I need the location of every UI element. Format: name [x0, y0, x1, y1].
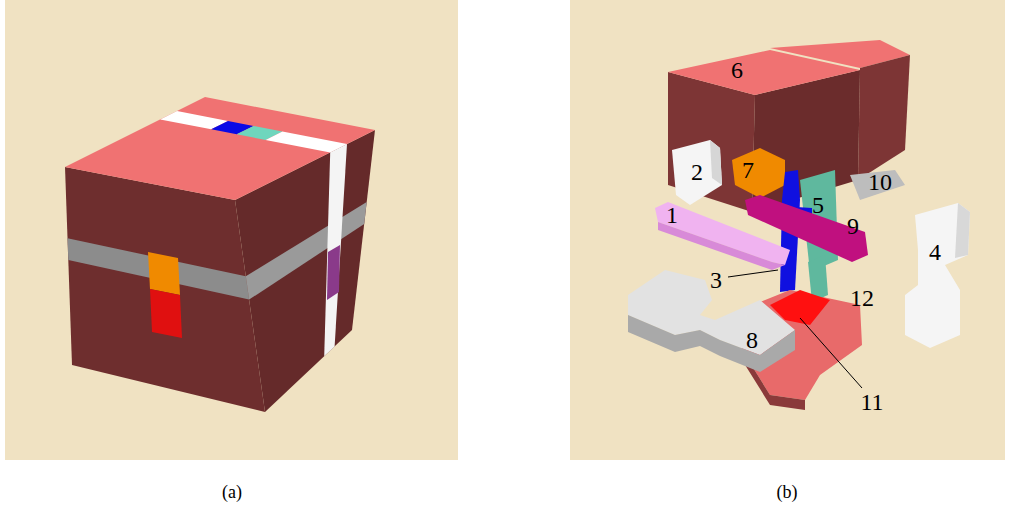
- callout-number: 1: [666, 203, 678, 227]
- callout-number: 2: [691, 160, 703, 184]
- callout-number: 12: [850, 286, 874, 310]
- callout-number: 10: [868, 170, 892, 194]
- callout-number: 3: [710, 268, 722, 292]
- callout-number: 11: [860, 390, 883, 414]
- panel-ground: [5, 0, 458, 460]
- assembled-cube: [65, 97, 375, 412]
- callout-number: 4: [929, 240, 941, 264]
- panel-caption: (b): [777, 483, 798, 501]
- callout-number: 9: [847, 214, 859, 238]
- callout-number: 6: [731, 58, 743, 82]
- callout-number: 8: [746, 328, 758, 352]
- callout-number: 5: [812, 193, 824, 217]
- panel-caption: (a): [222, 483, 242, 501]
- panel-ground: [570, 0, 1005, 460]
- exploded-pieces: [628, 40, 970, 410]
- callout-number: 7: [742, 158, 754, 182]
